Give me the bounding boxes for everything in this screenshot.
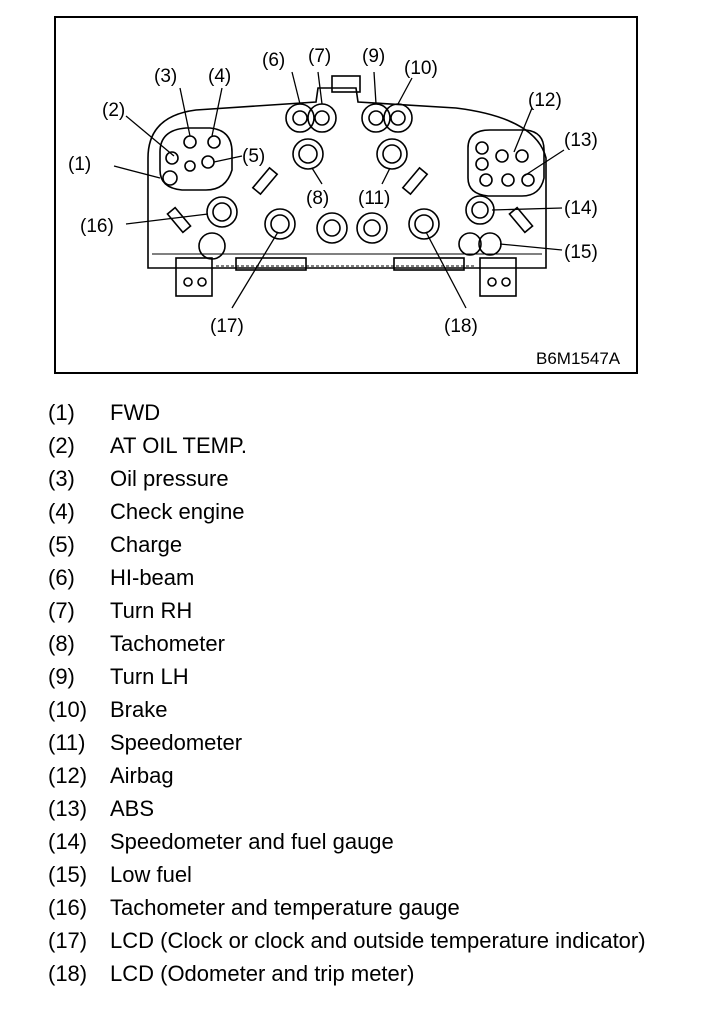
legend-number: (11) bbox=[48, 730, 86, 755]
legend-item: (15) Low fuel bbox=[48, 858, 688, 891]
legend-item: (9) Turn LH bbox=[48, 660, 688, 693]
legend-number: (4) bbox=[48, 499, 75, 524]
callout-12: (12) bbox=[528, 90, 562, 111]
callout-6: (6) bbox=[262, 50, 285, 71]
legend-text: Speedometer and fuel gauge bbox=[110, 829, 394, 854]
legend-text: LCD (Odometer and trip meter) bbox=[110, 961, 415, 986]
mounting-tab-left bbox=[175, 257, 213, 297]
legend-item: (14) Speedometer and fuel gauge bbox=[48, 825, 688, 858]
legend-text: Speedometer bbox=[110, 730, 243, 755]
callout-4: (4) bbox=[208, 66, 231, 87]
callout-18: (18) bbox=[444, 316, 478, 337]
legend-text: Oil pressure bbox=[110, 466, 229, 491]
legend-text: Turn RH bbox=[110, 598, 193, 623]
legend-item: (5) Charge bbox=[48, 528, 688, 561]
legend-item: (18) LCD (Odometer and trip meter) bbox=[48, 957, 688, 990]
cluster-rear-view-drawing: (1) (2) (3) (4) (5) (6) (7) (9) (10) (8)… bbox=[68, 46, 621, 368]
callout-13: (13) bbox=[564, 130, 598, 151]
callout-11: (11) bbox=[358, 188, 390, 209]
legend-text: Tachometer bbox=[110, 631, 225, 656]
callout-2: (2) bbox=[102, 100, 125, 121]
callout-1: (1) bbox=[68, 154, 91, 175]
callout-9: (9) bbox=[362, 46, 385, 67]
callout-10: (10) bbox=[404, 58, 438, 79]
legend-list: (1) FWD (2) AT OIL TEMP. (3) Oil pressure (… bbox=[48, 396, 688, 990]
legend-text: Check engine bbox=[110, 499, 245, 524]
callout-5: (5) bbox=[242, 146, 265, 167]
legend-item: (17) LCD (Clock or clock and outside temp… bbox=[48, 924, 688, 957]
legend-number: (17) bbox=[48, 928, 88, 953]
legend-number: (18) bbox=[48, 961, 88, 986]
mounting-tab-right bbox=[479, 257, 517, 297]
legend-number: (7) bbox=[48, 598, 75, 623]
legend-number: (2) bbox=[48, 433, 75, 458]
legend-text: HI-beam bbox=[110, 565, 195, 590]
legend-item: (6) HI-beam bbox=[48, 561, 688, 594]
legend-item: (4) Check engine bbox=[48, 495, 688, 528]
bulb-board-right bbox=[467, 129, 545, 197]
legend-text: Charge bbox=[110, 532, 183, 557]
legend-item: (12) Airbag bbox=[48, 759, 688, 792]
legend-text: ABS bbox=[110, 796, 155, 821]
legend-text: Low fuel bbox=[110, 862, 192, 887]
callout-3: (3) bbox=[154, 66, 177, 87]
legend-number: (10) bbox=[48, 697, 88, 722]
legend-number: (14) bbox=[48, 829, 88, 854]
legend-item: (2) AT OIL TEMP. bbox=[48, 429, 688, 462]
legend-text: Turn LH bbox=[110, 664, 189, 689]
legend-number: (6) bbox=[48, 565, 75, 590]
legend-item: (3) Oil pressure bbox=[48, 462, 688, 495]
legend-item: (11) Speedometer bbox=[48, 726, 688, 759]
legend-text: FWD bbox=[110, 400, 161, 425]
legend-number: (12) bbox=[48, 763, 88, 788]
legend-number: (8) bbox=[48, 631, 75, 656]
callout-17: (17) bbox=[210, 316, 244, 337]
legend-item: (7) Turn RH bbox=[48, 594, 688, 627]
legend-text: AT OIL TEMP. bbox=[110, 433, 247, 458]
legend-item: (13) ABS bbox=[48, 792, 688, 825]
mounting-tab-top bbox=[331, 75, 361, 93]
legend-number: (1) bbox=[48, 400, 75, 425]
callout-14: (14) bbox=[564, 198, 598, 219]
legend-number: (15) bbox=[48, 862, 88, 887]
legend-number: (3) bbox=[48, 466, 75, 491]
legend-item: (16) Tachometer and temperature gauge bbox=[48, 891, 688, 924]
callout-8: (8) bbox=[306, 188, 329, 209]
legend-number: (5) bbox=[48, 532, 75, 557]
legend-item: (8) Tachometer bbox=[48, 627, 688, 660]
callout-16: (16) bbox=[80, 216, 114, 237]
bulb-board-left bbox=[159, 127, 233, 191]
legend-text: Airbag bbox=[110, 763, 174, 788]
callout-15: (15) bbox=[564, 242, 598, 263]
legend-number: (9) bbox=[48, 664, 75, 689]
instrument-cluster-figure: (1) (2) (3) (4) (5) (6) (7) (9) (10) (8)… bbox=[54, 16, 638, 374]
legend-item: (1) FWD bbox=[48, 396, 688, 429]
legend-text: Tachometer and temperature gauge bbox=[110, 895, 460, 920]
legend-text: Brake bbox=[110, 697, 168, 722]
cluster-housing bbox=[147, 87, 547, 269]
figure-code: B6M1547A bbox=[536, 349, 621, 368]
legend-item: (10) Brake bbox=[48, 693, 688, 726]
legend-text: LCD (Clock or clock and outside temperat… bbox=[110, 928, 646, 953]
legend-number: (13) bbox=[48, 796, 88, 821]
callout-7: (7) bbox=[308, 46, 331, 67]
legend-number: (16) bbox=[48, 895, 88, 920]
